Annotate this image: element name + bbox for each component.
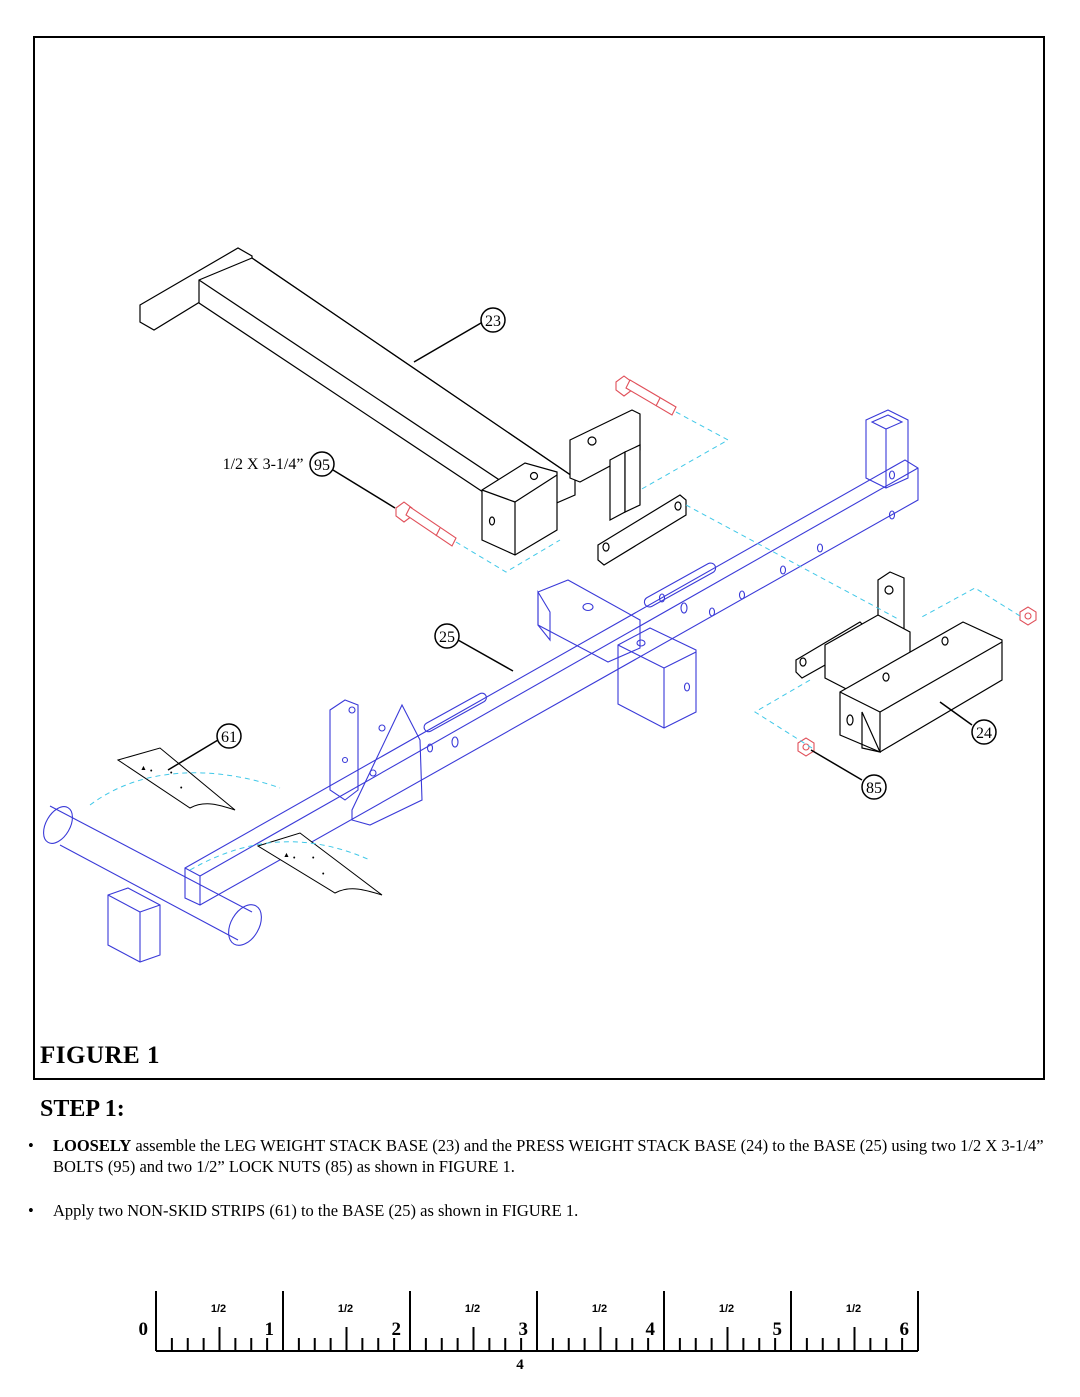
callout-label-25: 25: [439, 629, 455, 646]
instruction-text: LOOSELY assemble the LEG WEIGHT STACK BA…: [53, 1135, 1048, 1177]
instruction-item: • LOOSELY assemble the LEG WEIGHT STACK …: [28, 1135, 1058, 1179]
svg-text:•: •: [180, 785, 183, 792]
svg-text:•: •: [322, 871, 325, 878]
figure-frame: [33, 36, 1045, 1080]
callout-label-24: 24: [976, 725, 992, 742]
bullet: •: [28, 1201, 34, 1220]
instruction-emphasis: LOOSELY: [53, 1136, 132, 1155]
ruler-half-label: 1/2: [719, 1303, 734, 1315]
callout-label-85: 85: [866, 780, 882, 797]
lock-nuts-part: [797, 606, 1037, 757]
ruler-half-label: 1/2: [465, 1303, 480, 1315]
leg-weight-stack-base-part: [139, 247, 687, 566]
svg-text:▲: ▲: [283, 852, 290, 859]
callout-bolt-size: 1/2 X 3-1/4”: [223, 456, 304, 473]
instruction-body: Apply two NON-SKID STRIPS (61) to the BA…: [53, 1201, 579, 1220]
ruler-number: 2: [392, 1319, 402, 1340]
ruler-number: 6: [900, 1319, 910, 1340]
svg-text:•: •: [150, 768, 153, 775]
svg-text:▲: ▲: [140, 765, 147, 772]
press-weight-stack-base-part: [795, 571, 1003, 753]
callout-label-61: 61: [221, 729, 237, 746]
step-title: STEP 1:: [40, 1096, 125, 1122]
ruler-number: 4: [646, 1319, 656, 1340]
figure-title: FIGURE 1: [40, 1042, 160, 1069]
alignment-guides: [89, 411, 1021, 871]
ruler-number: 3: [519, 1319, 529, 1340]
bullet: •: [28, 1136, 34, 1155]
ruler-half-label: 1/2: [846, 1303, 861, 1315]
instruction-body: assemble the LEG WEIGHT STACK BASE (23) …: [53, 1136, 1044, 1176]
inch-ruler: 0 1 2 3 4 5 6 1/2 1/2 1/2 1/2 1/2 1/2: [139, 1291, 919, 1352]
ruler-number: 5: [773, 1319, 783, 1340]
base-part: [43, 409, 919, 963]
svg-text:•: •: [293, 855, 296, 862]
ruler-number: 0: [139, 1319, 149, 1340]
callout-label-23: 23: [485, 313, 501, 330]
bolts-part: [395, 375, 677, 547]
callout-label-95: 95: [314, 457, 330, 474]
callouts: [167, 307, 997, 800]
instruction-item: • Apply two NON-SKID STRIPS (61) to the …: [28, 1200, 1058, 1222]
page-number: 4: [516, 1357, 524, 1373]
svg-text:•: •: [312, 855, 315, 862]
non-skid-strips-part: ▲• •• ▲• ••: [116, 747, 383, 896]
ruler-half-label: 1/2: [592, 1303, 607, 1315]
svg-text:•: •: [170, 770, 173, 777]
ruler-half-label: 1/2: [338, 1303, 353, 1315]
ruler-number: 1: [265, 1319, 275, 1340]
ruler-half-label: 1/2: [211, 1303, 226, 1315]
